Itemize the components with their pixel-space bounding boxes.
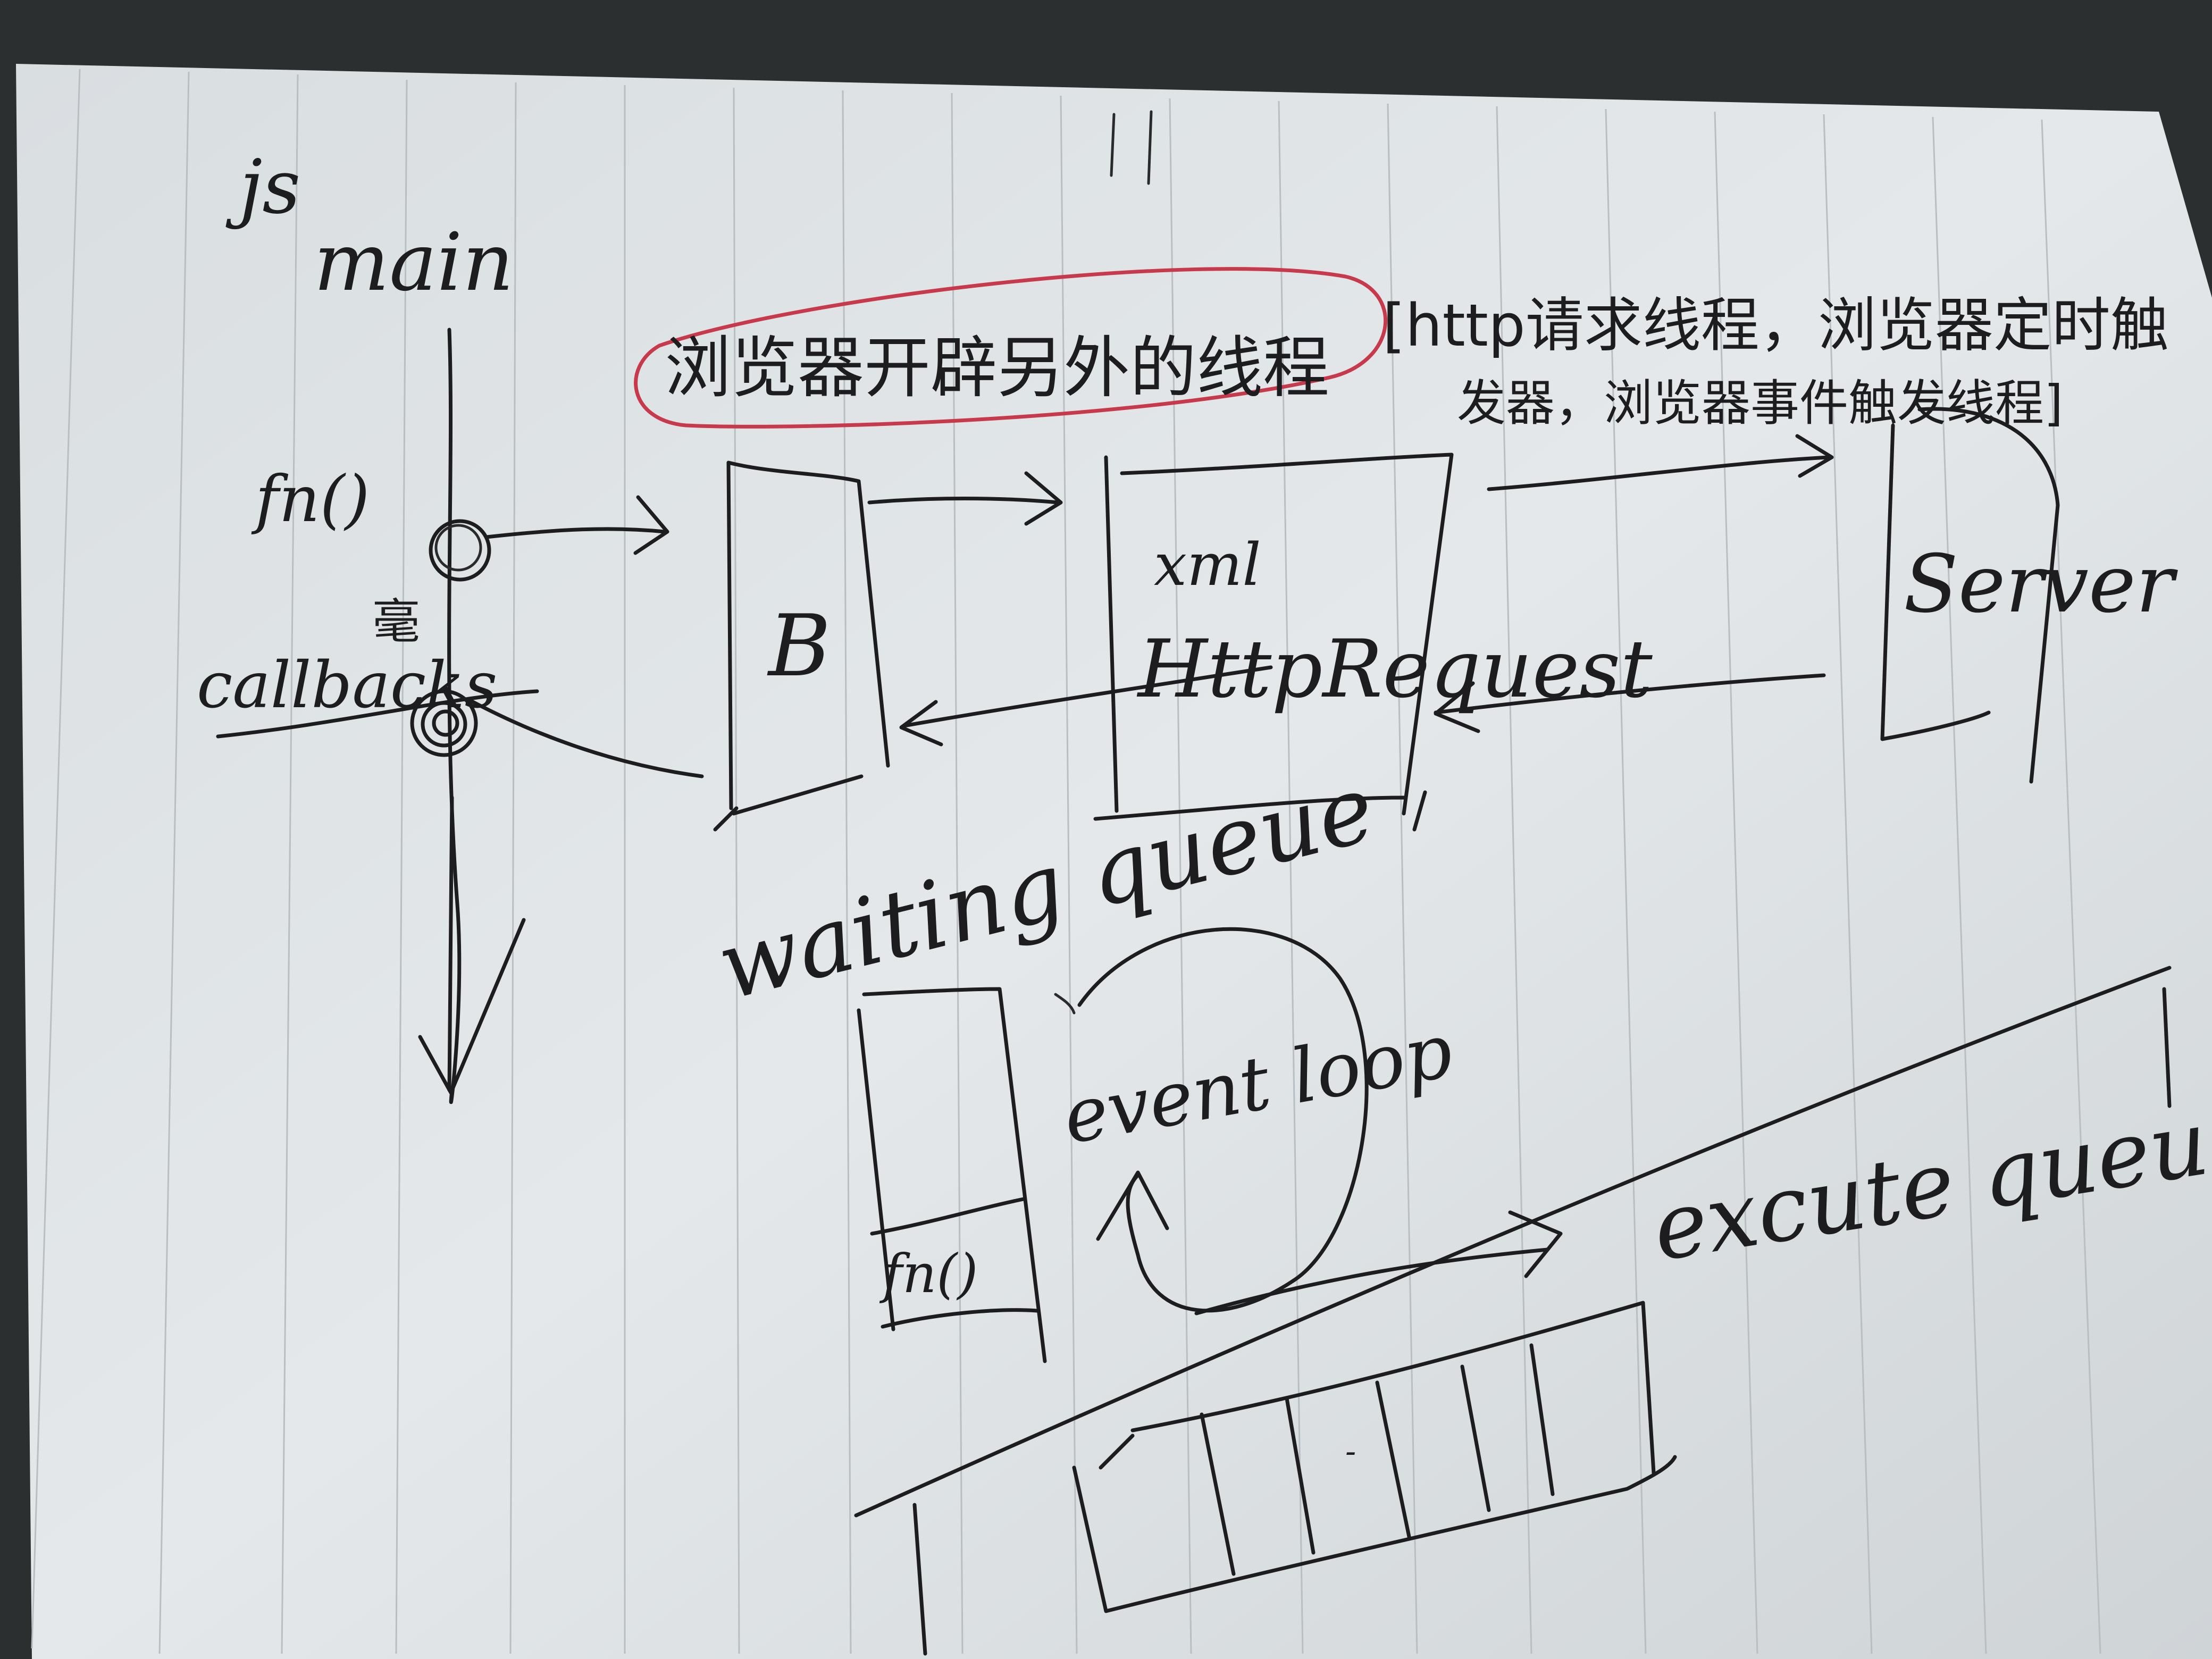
event-loop-arrowhead	[1096, 1170, 1169, 1241]
arrow-xhr-to-server	[1487, 455, 1831, 491]
fn-in-queue-label: fn()	[879, 1243, 978, 1305]
execute-queue-box	[854, 966, 2172, 1656]
arrow-xhr-to-browser	[902, 665, 1273, 728]
stray-marks	[1110, 110, 1153, 185]
callback-chinese-note: 毫	[372, 594, 420, 650]
arrow-fn-to-browser	[484, 527, 667, 539]
fn-call-node	[429, 519, 491, 582]
line-browser-to-callback	[466, 697, 704, 778]
waiting-queue-box	[857, 987, 1047, 1363]
server-label: Server	[1904, 538, 2179, 631]
httprequest-label: HttpRequest	[1136, 623, 1653, 716]
arrow-server-to-xhr	[1434, 673, 1826, 715]
callbacks-underline	[216, 689, 539, 739]
threads-note-line2: 发器，浏览器事件触发线程]	[1457, 375, 2063, 432]
event-loop-cycle	[1077, 927, 1369, 1313]
browser-threads-label: 浏览器开辟另外的线程	[665, 330, 1329, 407]
main-thread-timeline	[418, 328, 526, 1104]
red-highlight-oval	[634, 267, 1388, 429]
xml-label: xml	[1154, 531, 1261, 599]
arrow-loop-to-execute-queue	[1194, 1247, 1549, 1316]
threads-note-line1: [http请求线程，浏览器定时触	[1382, 291, 2169, 359]
browser-label: B	[767, 596, 831, 696]
arrow-browser-to-xhr	[867, 497, 1060, 505]
browser-box	[713, 460, 890, 832]
server-box	[1880, 407, 2060, 784]
paper-sheet	[16, 64, 2212, 1659]
main-label: main	[314, 216, 514, 309]
fn-label: fn()	[251, 463, 370, 537]
queue-tick-mark: -	[1345, 1433, 1356, 1470]
xmlhttprequest-box	[1093, 453, 1454, 832]
